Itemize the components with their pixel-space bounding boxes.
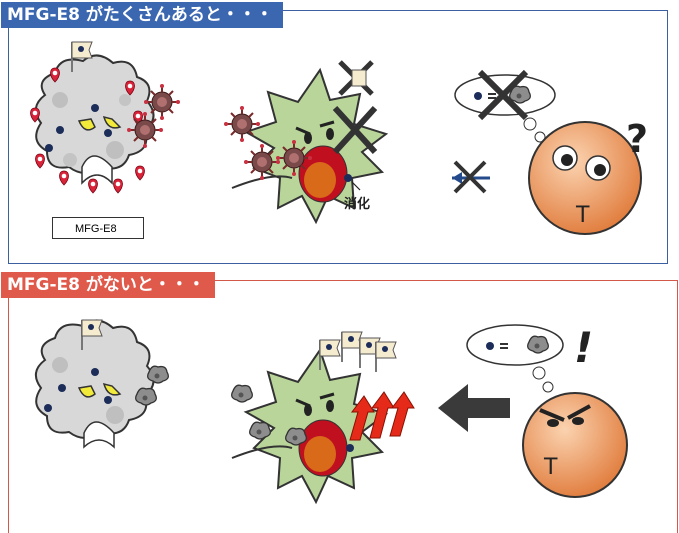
legend-label: MFG-E8 — [75, 223, 117, 235]
presentation-arrow — [438, 384, 510, 432]
panel-without-mfg-e8: MFG-E8 がないと・・・ — [1, 272, 678, 533]
apoptotic-cell-with-pins — [30, 41, 181, 194]
t-letter-2: T — [543, 455, 558, 480]
panel-title-without: MFG-E8 がないと・・・ — [1, 272, 215, 298]
panel-with-mfg-e8: MFG-E8 がたくさんあると・・・ — [1, 2, 668, 264]
question-mark: ? — [626, 117, 648, 161]
legend: MFG-E8 — [52, 217, 144, 239]
apoptotic-cell-no-pins — [34, 319, 169, 449]
t-cell-confused: T ? — [454, 69, 648, 235]
macrophage-with-flags — [231, 331, 415, 505]
t-cell-angry: T ! — [466, 323, 628, 498]
blocked-arrow — [452, 160, 490, 194]
exclamation-mark: ! — [574, 323, 593, 372]
panel-title-with: MFG-E8 がたくさんあると・・・ — [1, 2, 283, 28]
macrophage-digesting — [223, 60, 389, 225]
digest-label: 消化 — [344, 196, 370, 212]
t-letter-1: T — [575, 203, 590, 228]
